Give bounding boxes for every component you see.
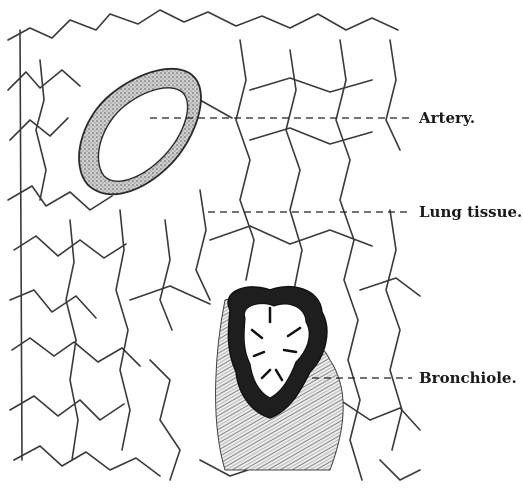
- lung-tissue-label: Lung tissue.: [419, 203, 522, 221]
- alveolar-network: [8, 10, 420, 480]
- artery-vessel: [79, 69, 201, 194]
- bronchiole-label: Bronchiole.: [419, 369, 517, 387]
- artery-label: Artery.: [418, 109, 475, 127]
